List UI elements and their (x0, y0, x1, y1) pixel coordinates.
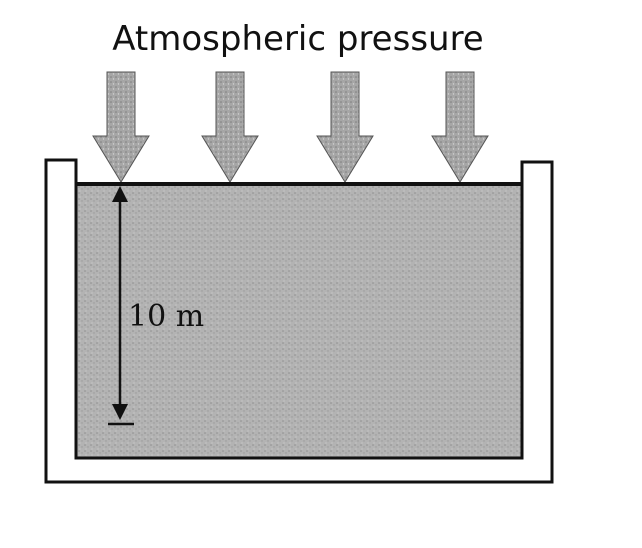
down-arrow-icon (92, 71, 150, 183)
down-arrow-icon (431, 71, 489, 183)
water-body (74, 182, 524, 460)
pressure-arrows (92, 71, 489, 183)
depth-arrowhead-bottom (112, 404, 128, 420)
double-arrow-icon (108, 186, 134, 426)
down-arrow-icon (316, 71, 374, 183)
depth-arrowhead-top (112, 186, 128, 202)
diagram-title: Atmospheric pressure (112, 19, 483, 59)
down-arrow-icon (201, 71, 259, 183)
depth-label: 10 m (128, 299, 204, 334)
